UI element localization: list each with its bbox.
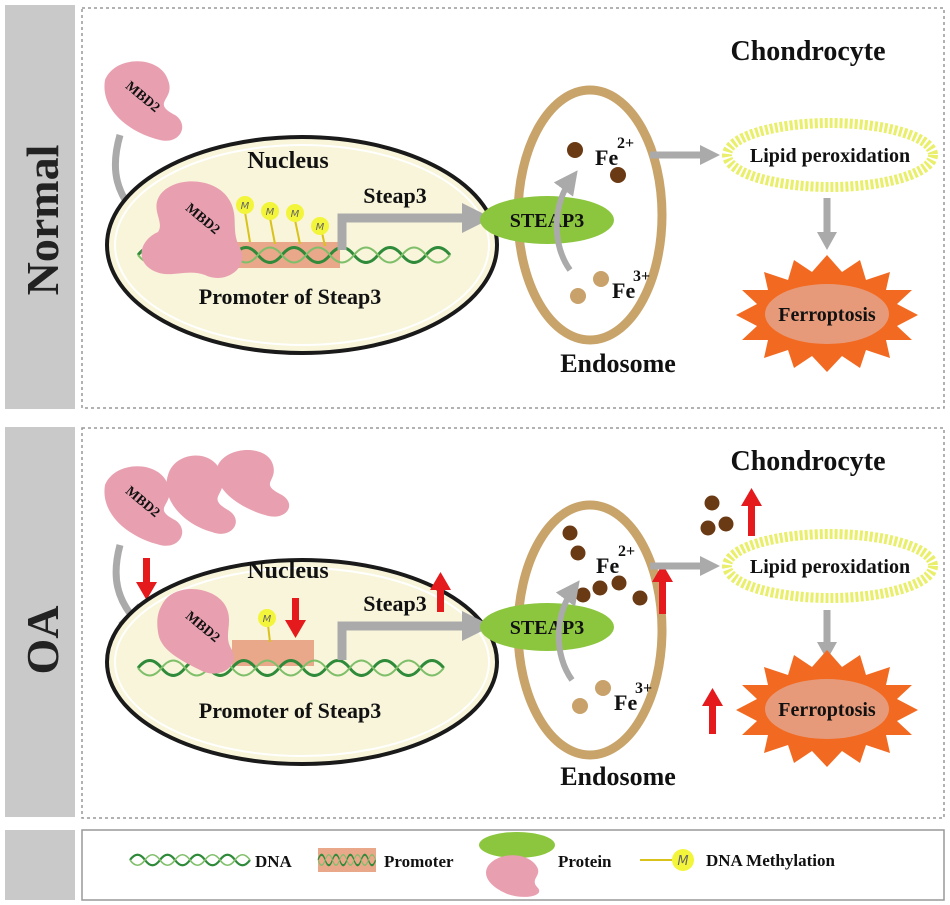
side-bar-normal bbox=[5, 5, 75, 409]
fe2-ion bbox=[611, 575, 627, 591]
svg-text:Ferroptosis: Ferroptosis bbox=[778, 699, 876, 721]
cell-label-oa: Chondrocyte bbox=[730, 446, 885, 477]
reduction-arrow-normal bbox=[553, 170, 578, 272]
side-bar-oa bbox=[5, 427, 75, 817]
increase-arrow-steap3 bbox=[430, 572, 451, 612]
fe3-ion bbox=[570, 288, 586, 304]
steap3-protein-normal bbox=[480, 196, 614, 244]
fe2-ion bbox=[570, 545, 586, 561]
fe2-label-oa: Fe bbox=[596, 553, 619, 578]
lipid-peroxidation-normal bbox=[722, 118, 938, 192]
svg-text:STEAP3: STEAP3 bbox=[510, 210, 584, 232]
panel-oa-frame bbox=[81, 427, 945, 819]
fe2-ion bbox=[610, 167, 626, 183]
fe2-ion bbox=[704, 495, 720, 511]
legend-protein-pink-icon bbox=[485, 855, 540, 897]
fe2-ion bbox=[567, 142, 583, 158]
increase-arrow-ferroptosis bbox=[702, 688, 723, 734]
nucleus-label-normal: Nucleus bbox=[247, 148, 328, 174]
ferroptosis-oa: Ferroptosis bbox=[736, 650, 918, 767]
fe2-ion bbox=[632, 590, 648, 606]
svg-text:M: M bbox=[316, 222, 325, 233]
mbd2-protein-free-normal: MBD2 bbox=[104, 61, 183, 141]
methylation-marks-normal: M M M M bbox=[236, 196, 329, 247]
mbd2-protein-bound-normal: MBD2 bbox=[141, 181, 243, 278]
nucleus-label-oa: Nucleus bbox=[247, 558, 328, 584]
gene-label-normal: Steap3 bbox=[363, 183, 427, 208]
decrease-arrow-binding bbox=[136, 558, 157, 600]
lipid-peroxidation-oa bbox=[722, 529, 938, 603]
fe3-label-normal: Fe bbox=[612, 278, 635, 303]
lipid-to-ferro-arrow-normal bbox=[817, 232, 837, 250]
fe2-charge-oa: 2+ bbox=[618, 543, 635, 560]
legend-frame bbox=[81, 829, 945, 901]
side-label-normal: Normal bbox=[17, 145, 68, 296]
transcription-arrow-oa bbox=[337, 621, 465, 660]
svg-text:M: M bbox=[241, 201, 250, 212]
fe2-ion bbox=[575, 587, 591, 603]
legend-methylation-icon bbox=[672, 849, 694, 871]
transcription-arrow-normal bbox=[337, 213, 465, 250]
fe3-ion bbox=[572, 698, 588, 714]
svg-text:M: M bbox=[263, 614, 272, 625]
svg-text:Lipid peroxidation: Lipid peroxidation bbox=[750, 556, 910, 578]
fe2-ion bbox=[562, 525, 578, 541]
svg-text:Ferroptosis: Ferroptosis bbox=[778, 304, 876, 326]
endosome-label-normal: Endosome bbox=[560, 349, 676, 378]
fe-to-lipid-arrow-oa bbox=[700, 556, 720, 576]
promoter-label-oa: Promoter of Steap3 bbox=[199, 698, 381, 723]
fe-to-lipid-arrow-normal bbox=[700, 145, 720, 165]
methylation-mark-oa: M bbox=[258, 609, 276, 643]
legend-protein-green-icon bbox=[479, 832, 555, 858]
endosome-label-oa: Endosome bbox=[560, 762, 676, 791]
svg-text:STEAP3: STEAP3 bbox=[510, 617, 584, 639]
side-bar-legend bbox=[5, 830, 75, 900]
legend-promoter-label: Promoter bbox=[384, 852, 454, 871]
increase-arrow-lipid bbox=[741, 488, 762, 536]
fe3-charge-normal: 3+ bbox=[633, 268, 650, 285]
mbd2-protein-extra bbox=[216, 450, 290, 517]
svg-text:M: M bbox=[266, 207, 275, 218]
legend-methylation-label: DNA Methylation bbox=[706, 851, 835, 870]
gene-label-oa: Steap3 bbox=[363, 591, 427, 616]
fe3-label-oa: Fe bbox=[614, 690, 637, 715]
fe2-ion bbox=[700, 520, 716, 536]
svg-text:Lipid peroxidation: Lipid peroxidation bbox=[750, 145, 910, 167]
ferroptosis-normal: Ferroptosis bbox=[736, 255, 918, 372]
fe2-charge-normal: 2+ bbox=[617, 135, 634, 152]
decrease-arrow-methylation bbox=[285, 598, 306, 638]
legend-dna-icon bbox=[128, 853, 252, 867]
fe2-ion bbox=[718, 516, 734, 532]
promoter-box-normal bbox=[232, 242, 340, 268]
svg-text:M: M bbox=[677, 854, 688, 869]
fe3-ion bbox=[593, 271, 609, 287]
fe3-ion bbox=[595, 680, 611, 696]
panel-normal-frame bbox=[81, 7, 945, 409]
promoter-label-normal: Promoter of Steap3 bbox=[199, 284, 381, 309]
increase-arrow-fe2 bbox=[652, 564, 673, 614]
legend-protein-label: Protein bbox=[558, 852, 612, 871]
fe3-charge-oa: 3+ bbox=[635, 680, 652, 697]
fe2-label-normal: Fe bbox=[595, 145, 618, 170]
mbd2-protein-free-oa: MBD2 bbox=[104, 466, 183, 546]
side-label-oa: OA bbox=[17, 606, 68, 675]
fe2-ion bbox=[592, 580, 608, 596]
steap3-protein-oa bbox=[480, 603, 614, 651]
legend-dna-label: DNA bbox=[255, 852, 293, 871]
svg-text:M: M bbox=[291, 209, 300, 220]
reduction-arrow-oa bbox=[555, 580, 580, 682]
cell-label-normal: Chondrocyte bbox=[730, 36, 885, 67]
mbd2-protein-bound-oa: MBD2 bbox=[157, 589, 234, 674]
